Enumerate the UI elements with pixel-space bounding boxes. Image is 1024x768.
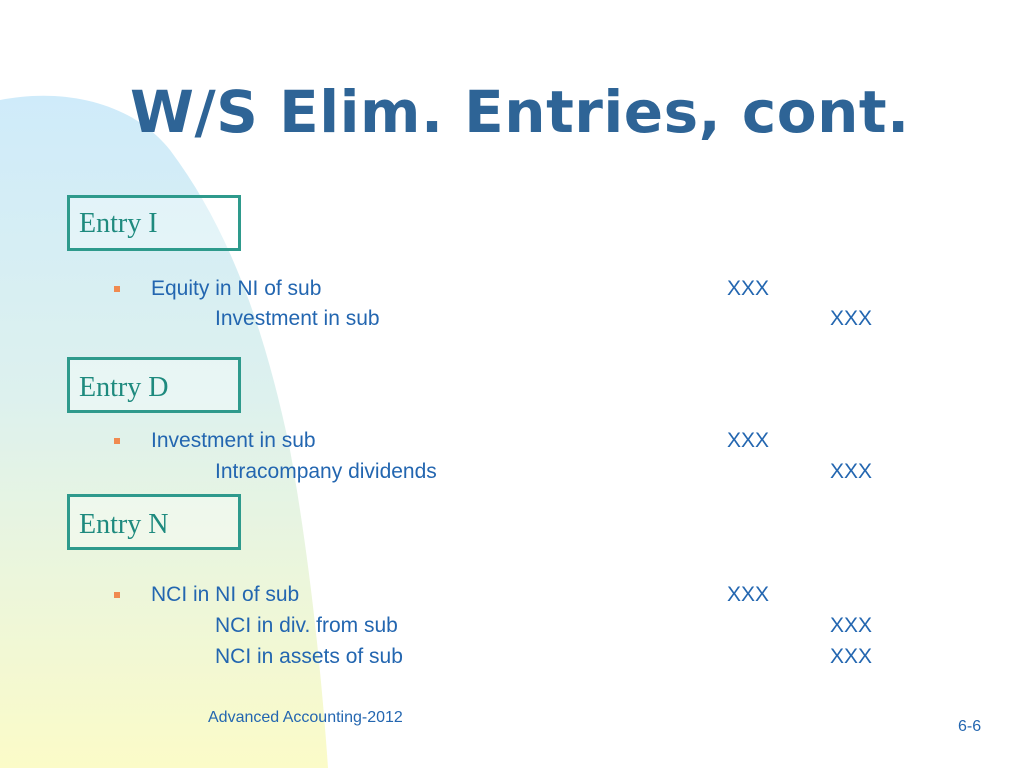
slide-title: W/S Elim. Entries, cont. — [130, 78, 910, 146]
bullet-icon — [114, 286, 120, 292]
entry-i-line-2-account: Investment in sub — [215, 307, 380, 330]
entry-i-line-1-debit: XXX — [727, 277, 770, 300]
bullet-icon — [114, 592, 120, 598]
footer-course-name: Advanced Accounting-2012 — [208, 709, 403, 726]
entry-label-box-d: Entry D — [67, 357, 241, 413]
entry-d-line-1-debit: XXX — [727, 429, 770, 452]
bullet-icon — [114, 438, 120, 444]
entry-d-line-1-account: Investment in sub — [151, 429, 316, 452]
entry-n-line-2-account: NCI in div. from sub — [215, 614, 398, 637]
entry-d-line-2-account: Intracompany dividends — [215, 460, 437, 483]
entry-i-line-2-credit: XXX — [830, 307, 873, 330]
entry-n-line-3-account: NCI in assets of sub — [215, 645, 403, 668]
entry-label-box-n: Entry N — [67, 494, 241, 550]
entry-n-line-3-credit: XXX — [830, 645, 873, 668]
entry-n-line-1-debit: XXX — [727, 583, 770, 606]
entry-n-line-1-account: NCI in NI of sub — [151, 583, 300, 606]
entry-label-box-i: Entry I — [67, 195, 241, 251]
entry-i-line-1-account: Equity in NI of sub — [151, 277, 322, 300]
entry-n-line-2-credit: XXX — [830, 614, 873, 637]
entry-d-line-2-credit: XXX — [830, 460, 873, 483]
footer-page-number: 6-6 — [958, 718, 982, 735]
